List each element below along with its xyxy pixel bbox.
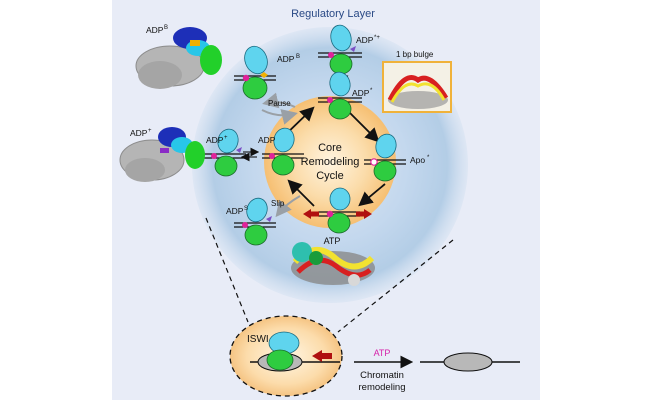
bound-ligand-icon — [260, 72, 268, 78]
core-cycle-label-line3: Cycle — [316, 170, 344, 182]
bulge-structure-image — [387, 75, 449, 109]
cycle-arrow-apo-to-atp — [358, 183, 386, 207]
structure-mid-left-sup: + — [148, 128, 152, 134]
state-adp — [262, 127, 304, 176]
bottom-atp-label: ATP — [374, 348, 391, 358]
nucleotide-icon — [269, 153, 275, 159]
atp-structure-image — [291, 242, 375, 286]
cycle-arrow-atp-to-adp — [287, 179, 315, 207]
structure-mid-left-image — [119, 127, 205, 182]
structure-mid-left-label: ADP — [130, 128, 148, 138]
core-cycle-label-line1: Core — [318, 142, 342, 154]
translocation-arrow-right-icon — [364, 209, 372, 219]
state-atp — [303, 187, 372, 234]
state-adp-b — [234, 45, 276, 100]
iswi-label: ISWI — [247, 334, 269, 345]
nucleotide-icon — [242, 74, 250, 82]
state-apo-star-label: Apo — [410, 155, 425, 165]
nucleotide-icon — [326, 210, 334, 218]
bulge-marker-icon — [350, 46, 356, 52]
state-adp-s-label: ADP — [226, 206, 244, 216]
bulge-marker-icon — [236, 147, 242, 153]
translocation-arrow-left-icon — [303, 209, 311, 219]
state-adp-star — [318, 71, 362, 120]
state-adp-plus-label: ADP — [206, 135, 224, 145]
bulge-marker-icon — [266, 216, 272, 222]
bulge-label: 1 bp bulge — [396, 50, 434, 59]
remodeled-nucleosome-glyph — [420, 352, 520, 372]
process-label-line1: Chromatin — [360, 370, 404, 381]
nucleotide-icon — [327, 97, 333, 103]
empty-site-icon — [370, 158, 378, 166]
zoom-line-right — [337, 239, 454, 333]
iswi-nucleosome-glyph — [250, 331, 340, 372]
state-adp-star-plus-sup: *+ — [374, 35, 380, 41]
state-adp-s — [234, 197, 276, 246]
translocation-arrow-icon — [312, 350, 322, 362]
structure-top-left-label: ADP — [146, 25, 164, 35]
state-atp-label: ATP — [324, 236, 341, 246]
state-adp-b-sup: B — [296, 54, 300, 60]
pause-arrow-in — [262, 92, 296, 109]
zoom-line-left — [205, 217, 249, 323]
state-adp-plus-sup: + — [224, 135, 228, 141]
pause-label: Pause — [268, 99, 291, 108]
core-cycle-label-line2: Remodeling — [301, 156, 360, 168]
pause-arrow-out — [261, 109, 298, 125]
state-adp-plus — [204, 128, 246, 177]
structure-top-left-sup: B — [164, 25, 168, 31]
state-apo-star — [364, 133, 406, 182]
nucleotide-icon — [242, 222, 248, 228]
state-adp-star-plus-label: ADP — [356, 35, 374, 45]
nucleotide-icon — [211, 153, 217, 159]
state-adp-b-label: ADP — [277, 54, 295, 64]
slip-label: Slip — [271, 199, 285, 208]
slip-arrow-in — [275, 195, 301, 218]
structure-top-left-image — [135, 27, 222, 89]
state-adp-s-sup: S — [244, 206, 248, 212]
state-adp-label: ADP — [258, 135, 276, 145]
regulatory-layer-title: Regulatory Layer — [291, 8, 375, 20]
state-adp-star-sup: * — [370, 88, 373, 94]
state-adp-star-plus — [318, 24, 362, 75]
cycle-arrow-adpstar-to-apo — [346, 109, 380, 143]
state-adp-star-label: ADP — [352, 88, 370, 98]
process-label-line2: remodeling — [359, 382, 406, 393]
state-apo-star-sup: * — [427, 155, 430, 161]
nucleotide-icon — [328, 52, 334, 58]
